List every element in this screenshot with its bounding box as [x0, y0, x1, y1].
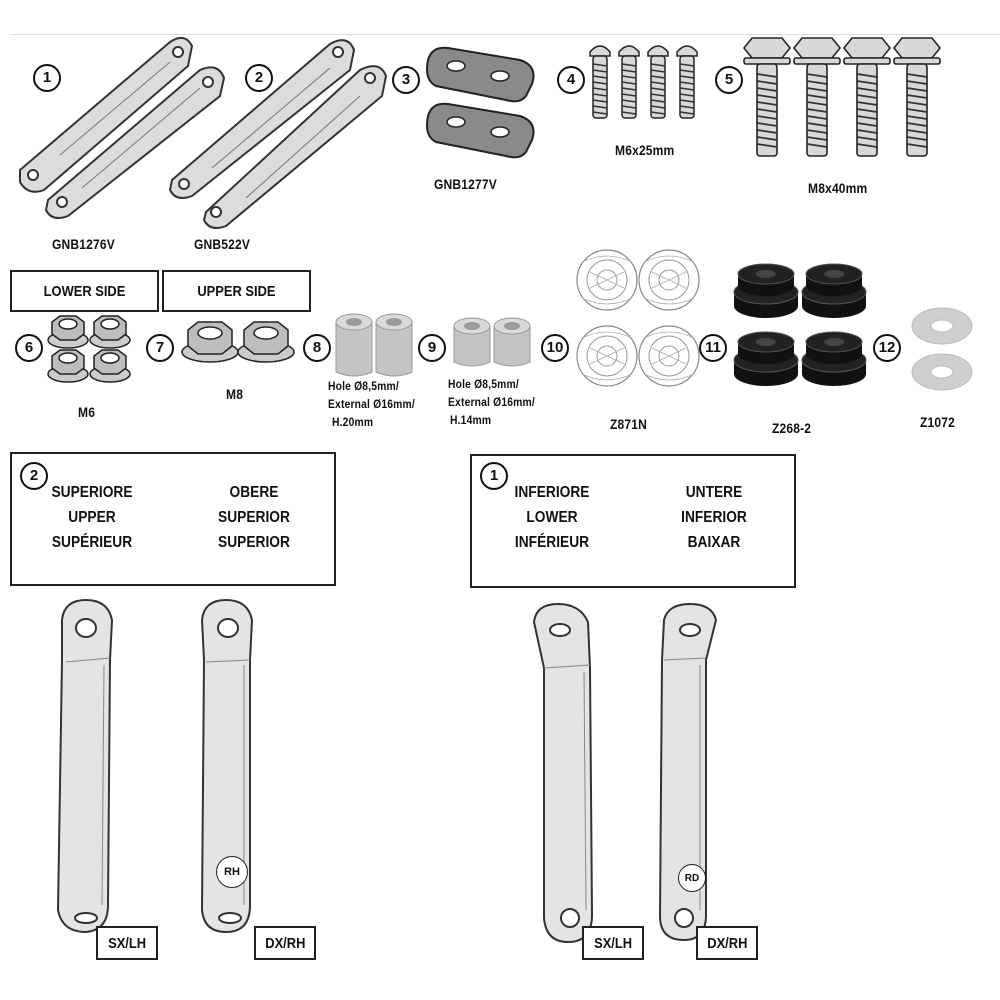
item-number-1: 1 — [33, 64, 61, 92]
upper-panel-col1: SUPERIORE UPPER SUPÉRIEUR — [42, 480, 142, 555]
lower-side-box: LOWER SIDE — [10, 270, 159, 312]
item-number-5: 5 — [715, 66, 743, 94]
item-number-4: 4 — [557, 66, 585, 94]
label-spacer20-line3: H.20mm — [332, 415, 374, 429]
label-gnb1277v: GNB1277V — [434, 176, 497, 192]
lower-panel-fr: INFÉRIEUR — [514, 534, 590, 551]
lower-language-panel — [470, 454, 796, 588]
top-rule — [10, 34, 1000, 35]
label-spacer20-line1: Hole Ø8,5mm/ — [328, 379, 399, 393]
upper-left-sx-lh-tag: SX/LH — [96, 926, 158, 960]
item-number-7: 7 — [146, 334, 174, 362]
lower-side-label: LOWER SIDE — [43, 282, 126, 300]
lower-panel-col2: UNTERE INFERIOR BAIXAR — [664, 480, 764, 555]
label-gnb522v: GNB522V — [194, 236, 251, 252]
upper-left-bracket — [56, 598, 114, 934]
label-z871n: Z871N — [610, 416, 648, 432]
item-number-12: 12 — [873, 334, 901, 362]
item-number-10: 10 — [541, 334, 569, 362]
lower-right-rd-mark: RD — [678, 864, 706, 892]
lower-left-bracket — [532, 602, 594, 944]
label-spacer20-line2: External Ø16mm/ — [328, 397, 415, 411]
upper-panel-pt: SUPERIOR — [218, 534, 290, 551]
item-number-6: 6 — [15, 334, 43, 362]
lower-right-bracket — [658, 602, 718, 942]
label-spacer14-line2: External Ø16mm/ — [448, 395, 535, 409]
lower-left-sx-lh-tag: SX/LH — [582, 926, 644, 960]
upper-panel-fr: SUPÉRIEUR — [51, 534, 133, 551]
lower-right-dx-rh-tag: DX/RH — [696, 926, 758, 960]
label-z268: Z268-2 — [772, 420, 812, 436]
upper-panel-number: 2 — [20, 462, 48, 490]
upper-side-label: UPPER SIDE — [197, 282, 276, 300]
upper-language-panel — [10, 452, 336, 586]
label-m8: M8 — [226, 386, 244, 402]
upper-panel-es: SUPERIOR — [218, 509, 290, 526]
upper-side-box: UPPER SIDE — [162, 270, 311, 312]
lower-left-sx-lh-text: SX/LH — [593, 934, 633, 952]
upper-panel-it: SUPERIORE — [51, 484, 133, 501]
lower-right-dx-rh-text: DX/RH — [706, 934, 748, 952]
item-number-11: 11 — [699, 334, 727, 362]
upper-panel-col2: OBERE SUPERIOR SUPERIOR — [204, 480, 304, 555]
lower-panel-it: INFERIORE — [514, 484, 590, 501]
upper-panel-en: UPPER — [68, 509, 116, 526]
label-spacer14-line1: Hole Ø8,5mm/ — [448, 377, 519, 391]
label-gnb1276v: GNB1276V — [52, 236, 115, 252]
label-m6: M6 — [78, 404, 96, 420]
label-spacer14-line3: H.14mm — [450, 413, 492, 427]
item-number-2: 2 — [245, 64, 273, 92]
lower-panel-es: INFERIOR — [681, 509, 747, 526]
upper-right-bracket — [200, 598, 254, 934]
label-m8x40: M8x40mm — [808, 180, 868, 196]
lower-panel-de: UNTERE — [685, 484, 743, 501]
lower-panel-en: LOWER — [526, 509, 578, 526]
upper-left-sx-lh-text: SX/LH — [107, 934, 147, 952]
label-m6x25: M6x25mm — [615, 142, 675, 158]
label-z1072: Z1072 — [920, 414, 956, 430]
upper-panel-de: OBERE — [229, 484, 279, 501]
upper-right-dx-rh-tag: DX/RH — [254, 926, 316, 960]
lower-panel-col1: INFERIORE LOWER INFÉRIEUR — [500, 480, 604, 555]
lower-panel-number: 1 — [480, 462, 508, 490]
lower-panel-pt: BAIXAR — [687, 534, 741, 551]
upper-right-rh-mark: RH — [216, 856, 248, 888]
item-number-3: 3 — [392, 66, 420, 94]
item-number-9: 9 — [418, 334, 446, 362]
upper-right-dx-rh-text: DX/RH — [264, 934, 306, 952]
item-number-8: 8 — [303, 334, 331, 362]
